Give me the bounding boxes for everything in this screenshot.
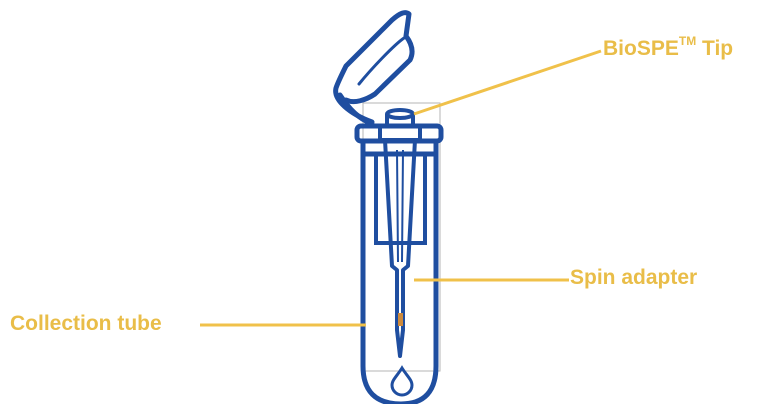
label-biospe-tip-superscript: TM <box>678 34 697 48</box>
collection-tube <box>360 154 439 404</box>
tube-cap <box>333 10 415 127</box>
label-collection-tube: Collection tube <box>10 312 162 335</box>
label-spin-adapter: Spin adapter <box>570 266 698 289</box>
biospe-tip-top <box>378 108 422 142</box>
droplet-icon <box>390 365 414 397</box>
label-biospe-tip-main: BioSPE <box>603 37 679 60</box>
spin-adapter <box>374 154 427 245</box>
label-biospe-tip-suffix: Tip <box>696 37 734 60</box>
resin-bed <box>398 313 403 326</box>
label-biospe-tip: BioSPETM Tip <box>603 35 734 60</box>
leader-line-biospe-tip <box>413 49 602 116</box>
leader-lines <box>200 49 602 327</box>
biospe-tip <box>383 139 417 358</box>
